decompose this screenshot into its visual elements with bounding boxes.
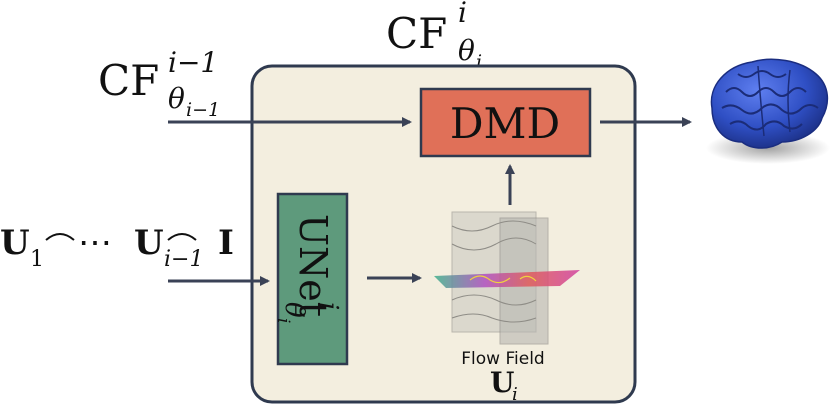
flow-field-symbol-base: U bbox=[490, 366, 514, 399]
title-subsub: i bbox=[476, 51, 482, 73]
input-u2: U bbox=[134, 223, 164, 263]
input-dots: ⋯ bbox=[78, 223, 112, 263]
input-previous-cf: CF i−1 θ i−1 bbox=[98, 46, 220, 121]
input-u1-sub: 1 bbox=[30, 247, 44, 272]
flow-plane-horizontal bbox=[434, 270, 580, 288]
input-u1: U bbox=[0, 223, 30, 263]
concat-symbol-2 bbox=[167, 233, 197, 241]
unet-block: UNet i θ i bbox=[273, 192, 349, 366]
brain-icon bbox=[706, 58, 830, 164]
flow-field-caption: Flow Field bbox=[461, 349, 544, 369]
dmd-block: DMD bbox=[419, 87, 592, 158]
dmd-label: DMD bbox=[450, 99, 560, 148]
input-flow-fields: U 1 ⋯ U i−1 I bbox=[0, 223, 234, 272]
title-base: CF bbox=[386, 9, 447, 58]
input-top-sub: θ bbox=[168, 82, 185, 115]
unet-label-subsub: i bbox=[273, 318, 293, 323]
dmd-box bbox=[419, 87, 592, 158]
input-top-subsub: i−1 bbox=[186, 99, 220, 121]
title-sup: i bbox=[458, 0, 467, 29]
input-top-sup: i−1 bbox=[168, 46, 218, 79]
block-title: CF i θ i bbox=[386, 0, 482, 73]
flow-field-visualization bbox=[434, 211, 580, 345]
title-sub: θ bbox=[458, 34, 475, 67]
concat-symbol-1 bbox=[45, 233, 75, 241]
input-u2-sub: i−1 bbox=[164, 247, 203, 272]
unet-label-base: UNet bbox=[291, 214, 335, 317]
unet-box bbox=[276, 192, 349, 366]
unet-label-sub: θ bbox=[279, 302, 309, 318]
input-image: I bbox=[218, 223, 234, 263]
input-top-base: CF bbox=[98, 56, 159, 105]
flow-field-symbol-sub: i bbox=[512, 384, 518, 405]
flow-field-symbol: U i bbox=[490, 366, 518, 405]
unet-label-sup: i bbox=[313, 302, 343, 310]
